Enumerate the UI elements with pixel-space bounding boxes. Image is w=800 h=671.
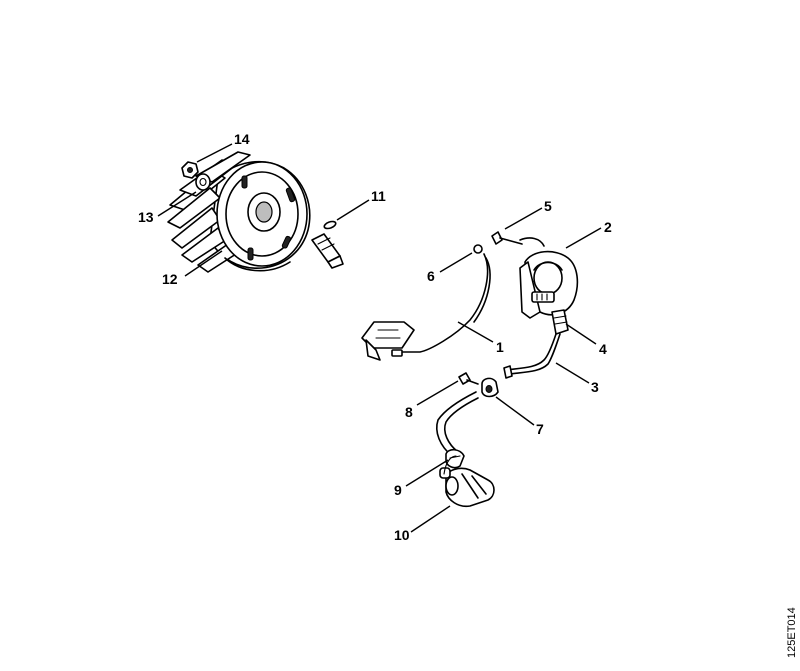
callout-12: 12 bbox=[162, 271, 178, 287]
ground-terminal[interactable] bbox=[361, 321, 415, 361]
callout-9: 9 bbox=[394, 482, 402, 498]
callout-11: 11 bbox=[371, 188, 386, 204]
callout-labels: 14 13 12 11 5 2 6 1 4 3 7 8 9 10 bbox=[138, 131, 612, 543]
callout-5: 5 bbox=[544, 198, 552, 214]
ht-lead-connector[interactable] bbox=[551, 309, 569, 335]
callout-1: 1 bbox=[496, 339, 504, 355]
lead-hose[interactable] bbox=[436, 391, 479, 469]
callout-4: 4 bbox=[599, 341, 607, 357]
leader-lines bbox=[157, 143, 602, 533]
callout-10: 10 bbox=[394, 527, 410, 543]
callout-8: 8 bbox=[405, 404, 413, 420]
callout-2: 2 bbox=[604, 219, 612, 235]
woodruff-key[interactable] bbox=[323, 220, 337, 230]
ignition-lead[interactable] bbox=[503, 333, 561, 379]
callout-14: 14 bbox=[234, 131, 250, 147]
clamp[interactable] bbox=[481, 377, 499, 398]
callout-7: 7 bbox=[536, 421, 544, 437]
flywheel-nut[interactable] bbox=[181, 161, 199, 179]
drawing-code: 125ET014 bbox=[786, 607, 798, 658]
callout-3: 3 bbox=[591, 379, 599, 395]
stop-pin[interactable] bbox=[311, 233, 344, 269]
ignition-module[interactable] bbox=[491, 231, 579, 319]
spark-plug-boot[interactable] bbox=[439, 455, 495, 508]
short-circuit-wire[interactable] bbox=[395, 244, 491, 353]
washer[interactable] bbox=[195, 173, 211, 191]
callout-13: 13 bbox=[138, 209, 154, 225]
callout-6: 6 bbox=[427, 268, 435, 284]
flywheel[interactable] bbox=[167, 151, 311, 273]
screw[interactable] bbox=[458, 372, 479, 385]
